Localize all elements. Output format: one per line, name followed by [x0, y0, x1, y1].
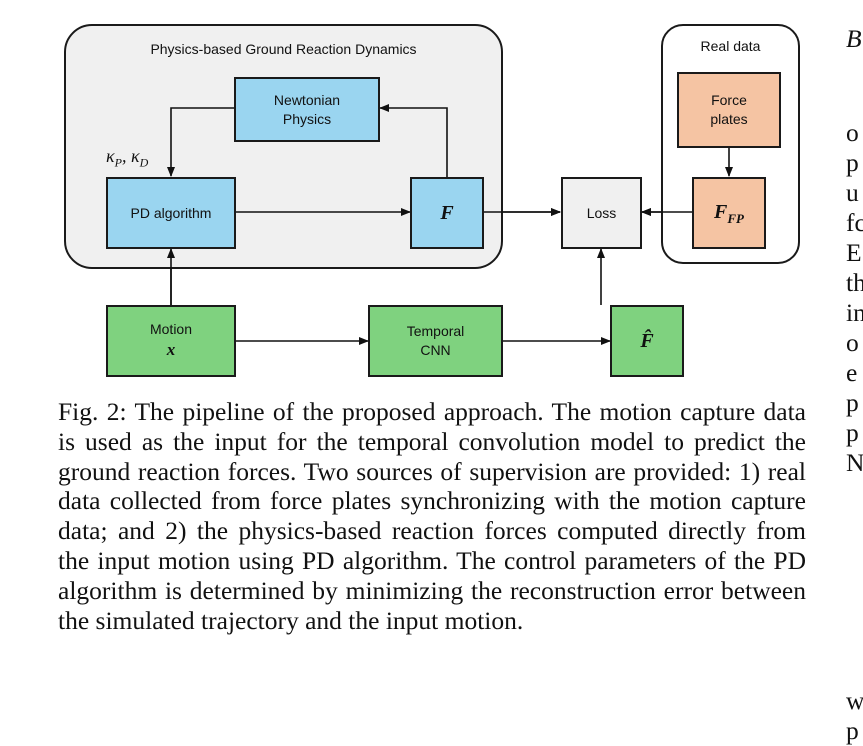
- right-bottom-1: w: [846, 686, 863, 715]
- loss-label: Loss: [586, 204, 617, 221]
- motion-line-1: Motion: [149, 321, 193, 338]
- temporal-cnn-line-2: CNN: [420, 342, 451, 358]
- right-line-4: fc: [846, 208, 863, 237]
- physics-panel-title: Physics-based Ground Reaction Dynamics: [150, 41, 417, 57]
- gain-kappa-d: κ: [130, 146, 140, 166]
- right-line-10: p: [846, 388, 859, 417]
- newtonian-line-2: Physics: [282, 110, 332, 127]
- gain-kappa-p: κ: [106, 146, 115, 166]
- figure-caption: Fig. 2: The pipeline of the proposed app…: [58, 397, 806, 635]
- f-label: F: [440, 201, 454, 224]
- right-line-1: o: [846, 118, 859, 147]
- f-node: F: [410, 177, 484, 249]
- real-data-panel-title: Real data: [700, 38, 761, 54]
- force-plates-line-1: Force: [711, 92, 747, 109]
- right-line-11: p: [846, 418, 859, 447]
- f-fp-sub: FP: [727, 210, 744, 226]
- diagram-edges-top: [167, 104, 733, 305]
- f-fp-label: FFP: [714, 199, 744, 228]
- newtonian-physics-node: Newtonian Physics: [234, 77, 380, 142]
- f-fp-node: FFP: [692, 177, 766, 249]
- pd-algorithm-node: PD algorithm: [106, 177, 236, 249]
- gain-label: κP, κD: [106, 146, 148, 171]
- temporal-cnn-line-1: Temporal: [406, 323, 465, 340]
- f-fp-main: F: [714, 200, 728, 223]
- right-line-5: E: [846, 238, 862, 267]
- right-line-6: th: [846, 268, 863, 297]
- right-line-2: p: [846, 148, 859, 177]
- loss-node: Loss: [561, 177, 642, 249]
- right-line-9: e: [846, 358, 858, 387]
- right-line-8: o: [846, 328, 859, 357]
- right-line-7: in: [846, 298, 863, 327]
- gain-sep: ,: [121, 146, 131, 166]
- f-hat-node: F̂: [610, 305, 684, 377]
- right-bottom-2: p: [846, 716, 859, 745]
- gain-sub-d: D: [139, 155, 149, 170]
- motion-line-2: x: [166, 339, 176, 359]
- right-line-12: N: [846, 448, 863, 477]
- temporal-cnn-node: Temporal CNN: [368, 305, 503, 377]
- f-hat-label: F̂: [640, 329, 654, 352]
- motion-node: Motion x: [106, 305, 236, 377]
- right-column-heading: B: [846, 24, 862, 53]
- pd-algorithm-label: PD algorithm: [130, 204, 212, 221]
- gain-sub-p: P: [114, 155, 122, 170]
- force-plates-node: Force plates: [677, 72, 781, 148]
- force-plates-line-2: plates: [710, 111, 748, 127]
- newtonian-line-1: Newtonian: [273, 91, 341, 108]
- right-line-3: u: [846, 178, 859, 207]
